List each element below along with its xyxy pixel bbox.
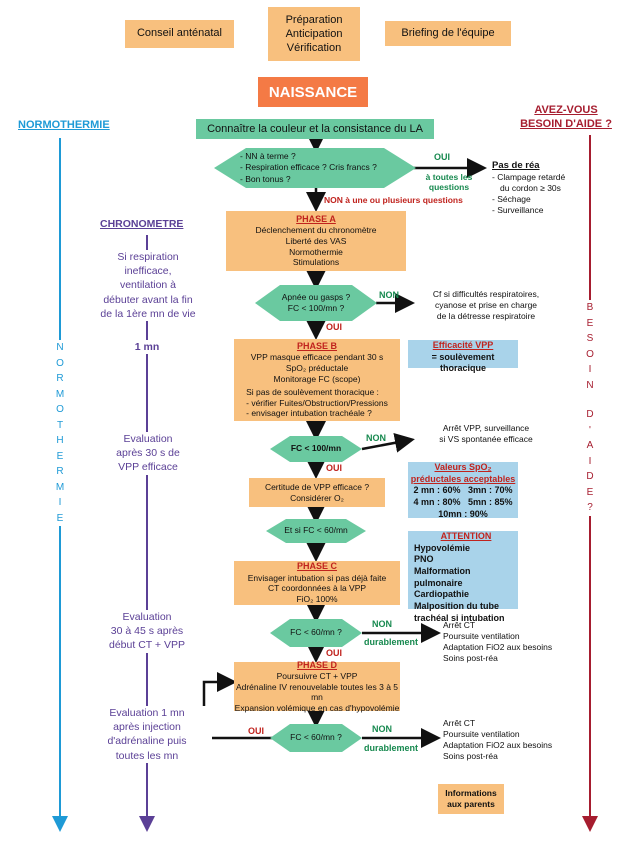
spo2-box: Valeurs SpO₂ préductales acceptables 2 m… [408, 462, 518, 519]
non-5: NON [372, 619, 392, 629]
non-6: NON [372, 724, 392, 734]
decision-diamond-4 [266, 519, 366, 543]
briefing-box: Briefing de l'équipe [385, 21, 511, 46]
normothermie-title: NORMOTHERMIE [18, 119, 110, 131]
naissance-box: NAISSANCE [258, 77, 368, 107]
phase-b-box: PHASE B VPP masque efficace pendant 30 s… [234, 339, 400, 421]
non-2-text: Cf si difficultés respiratoires,cyanose … [432, 289, 540, 322]
question-1: - NN à terme ?- Respiration efficace ? C… [240, 151, 377, 184]
la-box: Connaître la couleur et la consistance d… [196, 119, 434, 139]
certitude-box: Certitude de VPP efficace ?Considérer O₂ [249, 478, 385, 507]
oui-5: OUI [326, 648, 343, 658]
non-2: NON [379, 290, 399, 300]
preparation-box: Préparation Anticipation Vérification [268, 7, 360, 61]
oui-6: OUI [248, 726, 265, 736]
question-6: FC < 60/mn ? [290, 732, 342, 743]
efficacite-vpp-box: Efficacité VPP = soulèvement thoracique [408, 340, 518, 373]
attention-box: ATTENTION Hypovolémie PNO Malformation p… [408, 531, 518, 623]
conseil-box: Conseil anténatal [125, 20, 234, 48]
chronometre-title: CHRONOMETRE [100, 218, 184, 230]
durablement-5: durablement [364, 637, 419, 647]
decision-diamond-3 [270, 436, 362, 462]
decision-diamond-5 [270, 619, 362, 647]
decision-diamond-2 [255, 285, 377, 321]
question-2: Apnée ou gasps ?FC < 100/mn ? [281, 291, 351, 313]
oui-1: OUI [434, 152, 451, 162]
decision-diamond-1 [214, 148, 416, 188]
durablement-6: durablement [364, 743, 419, 753]
question-5: FC < 60/mn ? [290, 627, 342, 638]
non-3: NON [366, 433, 386, 443]
decision-diamond-6 [270, 724, 362, 752]
phase-c-box: PHASE C Envisager intubation si pas déjà… [234, 561, 400, 605]
question-3: FC < 100/mn [290, 443, 342, 454]
question-4: Et si FC < 60/mn [284, 525, 348, 536]
oui-2: OUI [326, 322, 343, 332]
one-mn-label: 1 mn [125, 340, 169, 355]
non-1: NON à une ou plusieurs questions [324, 195, 463, 205]
oui-3: OUI [326, 463, 343, 473]
